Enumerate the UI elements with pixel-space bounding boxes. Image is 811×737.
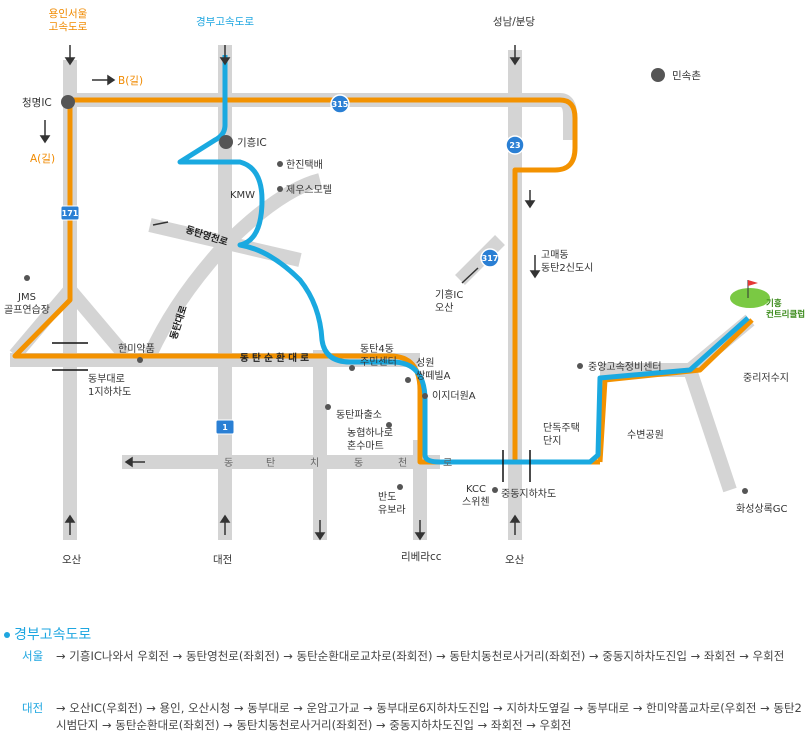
svg-text:23: 23: [509, 141, 520, 150]
label-iji: 이지더원A: [432, 390, 476, 402]
label-hwaseong-gc: 화성상록GC: [736, 503, 788, 515]
underpass-bars: [52, 342, 531, 482]
blue-route: [177, 55, 750, 465]
label-hanjin: 한진택배: [286, 159, 323, 171]
svg-text:치: 치: [310, 457, 319, 469]
route-badge-315: 315: [330, 94, 350, 114]
label-osan-left: 오산: [62, 554, 82, 566]
label-cheongmyeong-ic: 청명IC: [22, 97, 52, 109]
label-hanmi: 한미약품: [118, 343, 155, 355]
orange-route: [12, 97, 754, 465]
label-route-a: A(길): [30, 152, 55, 165]
route-badge-171: 171: [60, 205, 80, 221]
svg-text:315: 315: [332, 100, 349, 109]
route-badge-1: 1: [215, 419, 235, 435]
map-markers: [24, 68, 748, 494]
route-map: 315 23 317 171 1 용: [4, 8, 805, 566]
label-minsokchon: 민속촌: [672, 70, 701, 82]
label-route-b: B(길): [118, 74, 143, 87]
label-jungri: 중리저수지: [743, 372, 789, 384]
label-suben: 수변공원: [627, 429, 664, 441]
directions-panel: 경부고속도로 서울→ 기흥IC나와서 우회전 → 동탄영천로(좌회전) → 동탄…: [0, 620, 811, 737]
label-kmw: KMW: [230, 190, 255, 201]
route-badge-317: 317: [480, 248, 500, 268]
label-dongtan-ring-road: 동 탄 순 환 대 로: [240, 352, 309, 364]
label-seongnam: 성남/분당: [493, 16, 536, 28]
svg-text:1: 1: [222, 423, 228, 432]
svg-text:로: 로: [443, 458, 452, 469]
directions-title: 경부고속도로: [4, 624, 91, 644]
svg-text:동: 동: [354, 457, 363, 469]
bullet-icon: [4, 632, 10, 638]
route-from-daejeon: 대전→ 오산IC(우회전) → 용인, 오산시청 → 동부대로 → 운암고가교 …: [22, 701, 802, 732]
route-badge-23: 23: [505, 135, 525, 155]
label-gyeongbu-expressway: 경부고속도로: [196, 15, 254, 28]
svg-text:탄: 탄: [266, 457, 275, 469]
direction-arrows: [39, 45, 541, 541]
label-chi-dong-cheon-road: 동 탄 치 동 천 로: [224, 457, 452, 469]
label-giheung-ic: 기흥IC: [237, 136, 267, 149]
label-daejeon: 대전: [213, 554, 232, 566]
svg-text:171: 171: [62, 209, 79, 218]
label-jungang: 중앙고속정비센터: [588, 361, 662, 373]
golf-course-icon: [730, 280, 770, 308]
svg-text:천: 천: [398, 457, 407, 469]
label-osan-right: 오산: [505, 554, 525, 566]
route-from-seoul: 서울→ 기흥IC나와서 우회전 → 동탄영천로(좌회전) → 동탄순환대로교차로…: [22, 649, 785, 663]
svg-text:동: 동: [224, 457, 233, 469]
label-jungdong: 중동지하차도: [501, 487, 556, 500]
label-police: 동탄파출소: [336, 409, 382, 421]
label-jeju-motel: 제우스모텔: [286, 184, 332, 196]
svg-text:317: 317: [482, 254, 499, 263]
label-riviera: 리베라cc: [401, 551, 442, 563]
gray-roads: [9, 45, 755, 540]
